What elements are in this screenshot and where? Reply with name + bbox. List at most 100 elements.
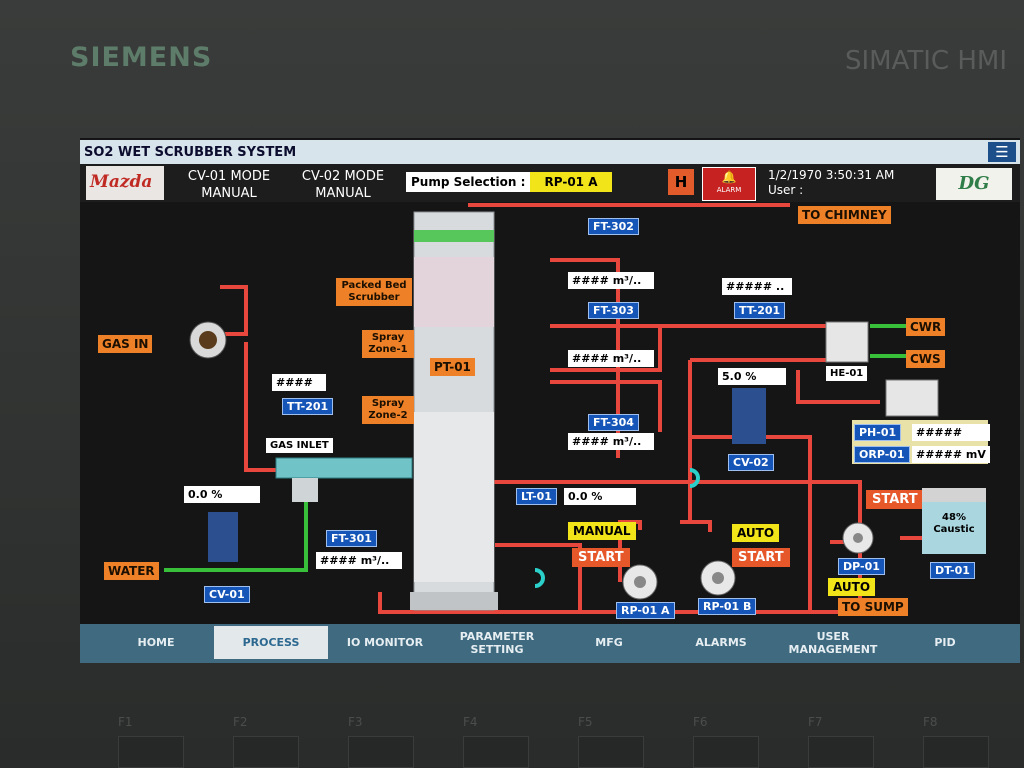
blower-icon xyxy=(189,321,227,359)
analyzer-icon xyxy=(885,379,939,417)
fkey-f4[interactable] xyxy=(463,736,529,768)
company-logo-text: Mazda xyxy=(90,172,153,192)
packed-bed-line1: Packed Bed xyxy=(341,280,407,291)
fkey-f1[interactable] xyxy=(118,736,184,768)
fkey-f5[interactable] xyxy=(578,736,644,768)
packed-bed-label: Packed Bed Scrubber xyxy=(336,278,412,306)
partner-logo: DG xyxy=(936,168,1012,200)
fkey-f6[interactable] xyxy=(693,736,759,768)
user-label: User : xyxy=(768,183,804,197)
tt201-left-value: #### xyxy=(272,374,326,391)
ft301-tag[interactable]: FT-301 xyxy=(326,530,377,547)
ft303-tag[interactable]: FT-303 xyxy=(588,302,639,319)
fkey-f3[interactable] xyxy=(348,736,414,768)
rp01b-start-button[interactable]: START xyxy=(732,548,790,567)
cv01-mode-display: CV-01 MODE MANUAL xyxy=(174,168,284,202)
h-button[interactable]: H xyxy=(668,169,694,195)
tab-io-monitor[interactable]: IO MONITOR xyxy=(346,636,424,649)
fkey-label-f8: F8 xyxy=(923,715,938,729)
dp01-mode[interactable]: AUTO xyxy=(828,578,876,596)
cv02-value[interactable]: 5.0 % xyxy=(718,368,786,385)
tab-alarms[interactable]: ALARMS xyxy=(695,636,747,649)
spray-zone2-label: Spray Zone-2 xyxy=(362,396,414,424)
menu-icon[interactable]: ☰ xyxy=(988,142,1016,162)
fkey-f2[interactable] xyxy=(233,736,299,768)
caustic-tank-fill xyxy=(922,502,986,554)
alarm-bell-icon: 🔔 xyxy=(721,170,737,184)
rp01a-tag[interactable]: RP-01 A xyxy=(616,602,675,619)
spray-zone2-line2: Zone-2 xyxy=(368,410,408,421)
cv01-mode-label: CV-01 MODE xyxy=(187,169,271,184)
tt201-left-tag[interactable]: TT-201 xyxy=(282,398,334,415)
ft304-value: #### m³/.. xyxy=(568,433,654,450)
tab-process[interactable]: PROCESS xyxy=(214,626,328,659)
title-bar: SO2 WET SCRUBBER SYSTEM ☰ xyxy=(80,140,1020,164)
ft303-value: #### m³/.. xyxy=(568,350,654,367)
fkey-label-f5: F5 xyxy=(578,715,593,729)
cv01-value[interactable]: 0.0 % xyxy=(184,486,260,503)
dt01-tag[interactable]: DT-01 xyxy=(930,562,975,579)
ft304-tag[interactable]: FT-304 xyxy=(588,414,639,431)
dt01-level: 48% xyxy=(942,512,966,523)
company-logo: Mazda xyxy=(86,166,164,200)
to-chimney-label: TO CHIMNEY xyxy=(798,206,891,224)
alarm-button[interactable]: 🔔ALARM xyxy=(702,167,756,201)
fkey-f8[interactable] xyxy=(923,736,989,768)
dt01-content: Caustic xyxy=(933,524,975,535)
scrubber-column xyxy=(410,211,498,611)
packed-bed-line2: Scrubber xyxy=(348,292,400,303)
pipe-crossover-arcs xyxy=(534,468,700,588)
cv02-tag[interactable]: CV-02 xyxy=(728,454,774,471)
tab-home[interactable]: HOME xyxy=(137,636,175,649)
rp01b-mode[interactable]: AUTO xyxy=(732,524,780,542)
valve-cv01-icon xyxy=(208,512,238,562)
tab-user-management[interactable]: USER MANAGEMENT xyxy=(788,629,878,656)
orp01-tag[interactable]: ORP-01 xyxy=(854,446,910,463)
pump-selection-label: Pump Selection : xyxy=(406,172,531,192)
process-area: TO CHIMNEY GAS IN WATER CWR CWS TO SUMP … xyxy=(80,202,1020,624)
fkey-label-f7: F7 xyxy=(808,715,823,729)
lt01-tag[interactable]: LT-01 xyxy=(516,488,557,505)
datetime-user: 1/2/1970 3:50:31 AM User : xyxy=(768,168,894,198)
ft302-tag[interactable]: FT-302 xyxy=(588,218,639,235)
tab-parameter-setting[interactable]: PARAMETER SETTING xyxy=(459,629,535,656)
he01-tag[interactable]: HE-01 xyxy=(826,366,868,381)
spray-zone1-line2: Zone-1 xyxy=(368,344,408,355)
ft302-value: #### m³/.. xyxy=(568,272,654,289)
fkey-label-f3: F3 xyxy=(348,715,363,729)
fkey-label-f6: F6 xyxy=(693,715,708,729)
cv01-tag[interactable]: CV-01 xyxy=(204,586,250,603)
tt201-right-tag[interactable]: TT-201 xyxy=(734,302,786,319)
cwr-label: CWR xyxy=(906,318,946,336)
pump-rp01b-icon xyxy=(700,560,736,596)
pt01-label[interactable]: PT-01 xyxy=(430,358,475,376)
hmi-screen: SO2 WET SCRUBBER SYSTEM ☰ Mazda CV-01 MO… xyxy=(80,138,1020,663)
gas-in-label: GAS IN xyxy=(98,335,153,353)
heat-exchanger-icon xyxy=(825,321,869,363)
datetime-display: 1/2/1970 3:50:31 AM xyxy=(768,168,895,182)
ph01-value: ##### xyxy=(912,424,990,441)
tt201-right-value: ##### .. xyxy=(722,278,792,295)
spray-zone1-line1: Spray xyxy=(371,332,405,343)
fkey-f7[interactable] xyxy=(808,736,874,768)
brand-logo: SIEMENS xyxy=(70,42,213,73)
model-label: SIMATIC HMI xyxy=(845,46,1007,76)
rp01a-mode[interactable]: MANUAL xyxy=(568,522,636,540)
rp01a-start-button[interactable]: START xyxy=(572,548,630,567)
dp01-tag[interactable]: DP-01 xyxy=(838,558,885,575)
gas-inlet-duct xyxy=(275,457,413,502)
tab-mfg[interactable]: MFG xyxy=(595,636,623,649)
partner-logo-text: DG xyxy=(958,173,990,194)
ph01-tag[interactable]: PH-01 xyxy=(854,424,902,441)
rp01b-tag[interactable]: RP-01 B xyxy=(698,598,757,615)
caustic-tank-text: 48% Caustic xyxy=(922,512,986,536)
fkey-label-f1: F1 xyxy=(118,715,133,729)
cws-label: CWS xyxy=(906,350,945,368)
spray-zone2-line1: Spray xyxy=(371,398,405,409)
pump-dp01-icon xyxy=(842,522,874,554)
cv02-mode-label: CV-02 MODE xyxy=(301,169,385,184)
fkey-label-f4: F4 xyxy=(463,715,478,729)
dp01-start-button[interactable]: START xyxy=(866,490,924,509)
tab-pid[interactable]: PID xyxy=(934,636,956,649)
pump-selection-value[interactable]: RP-01 A xyxy=(530,172,612,192)
